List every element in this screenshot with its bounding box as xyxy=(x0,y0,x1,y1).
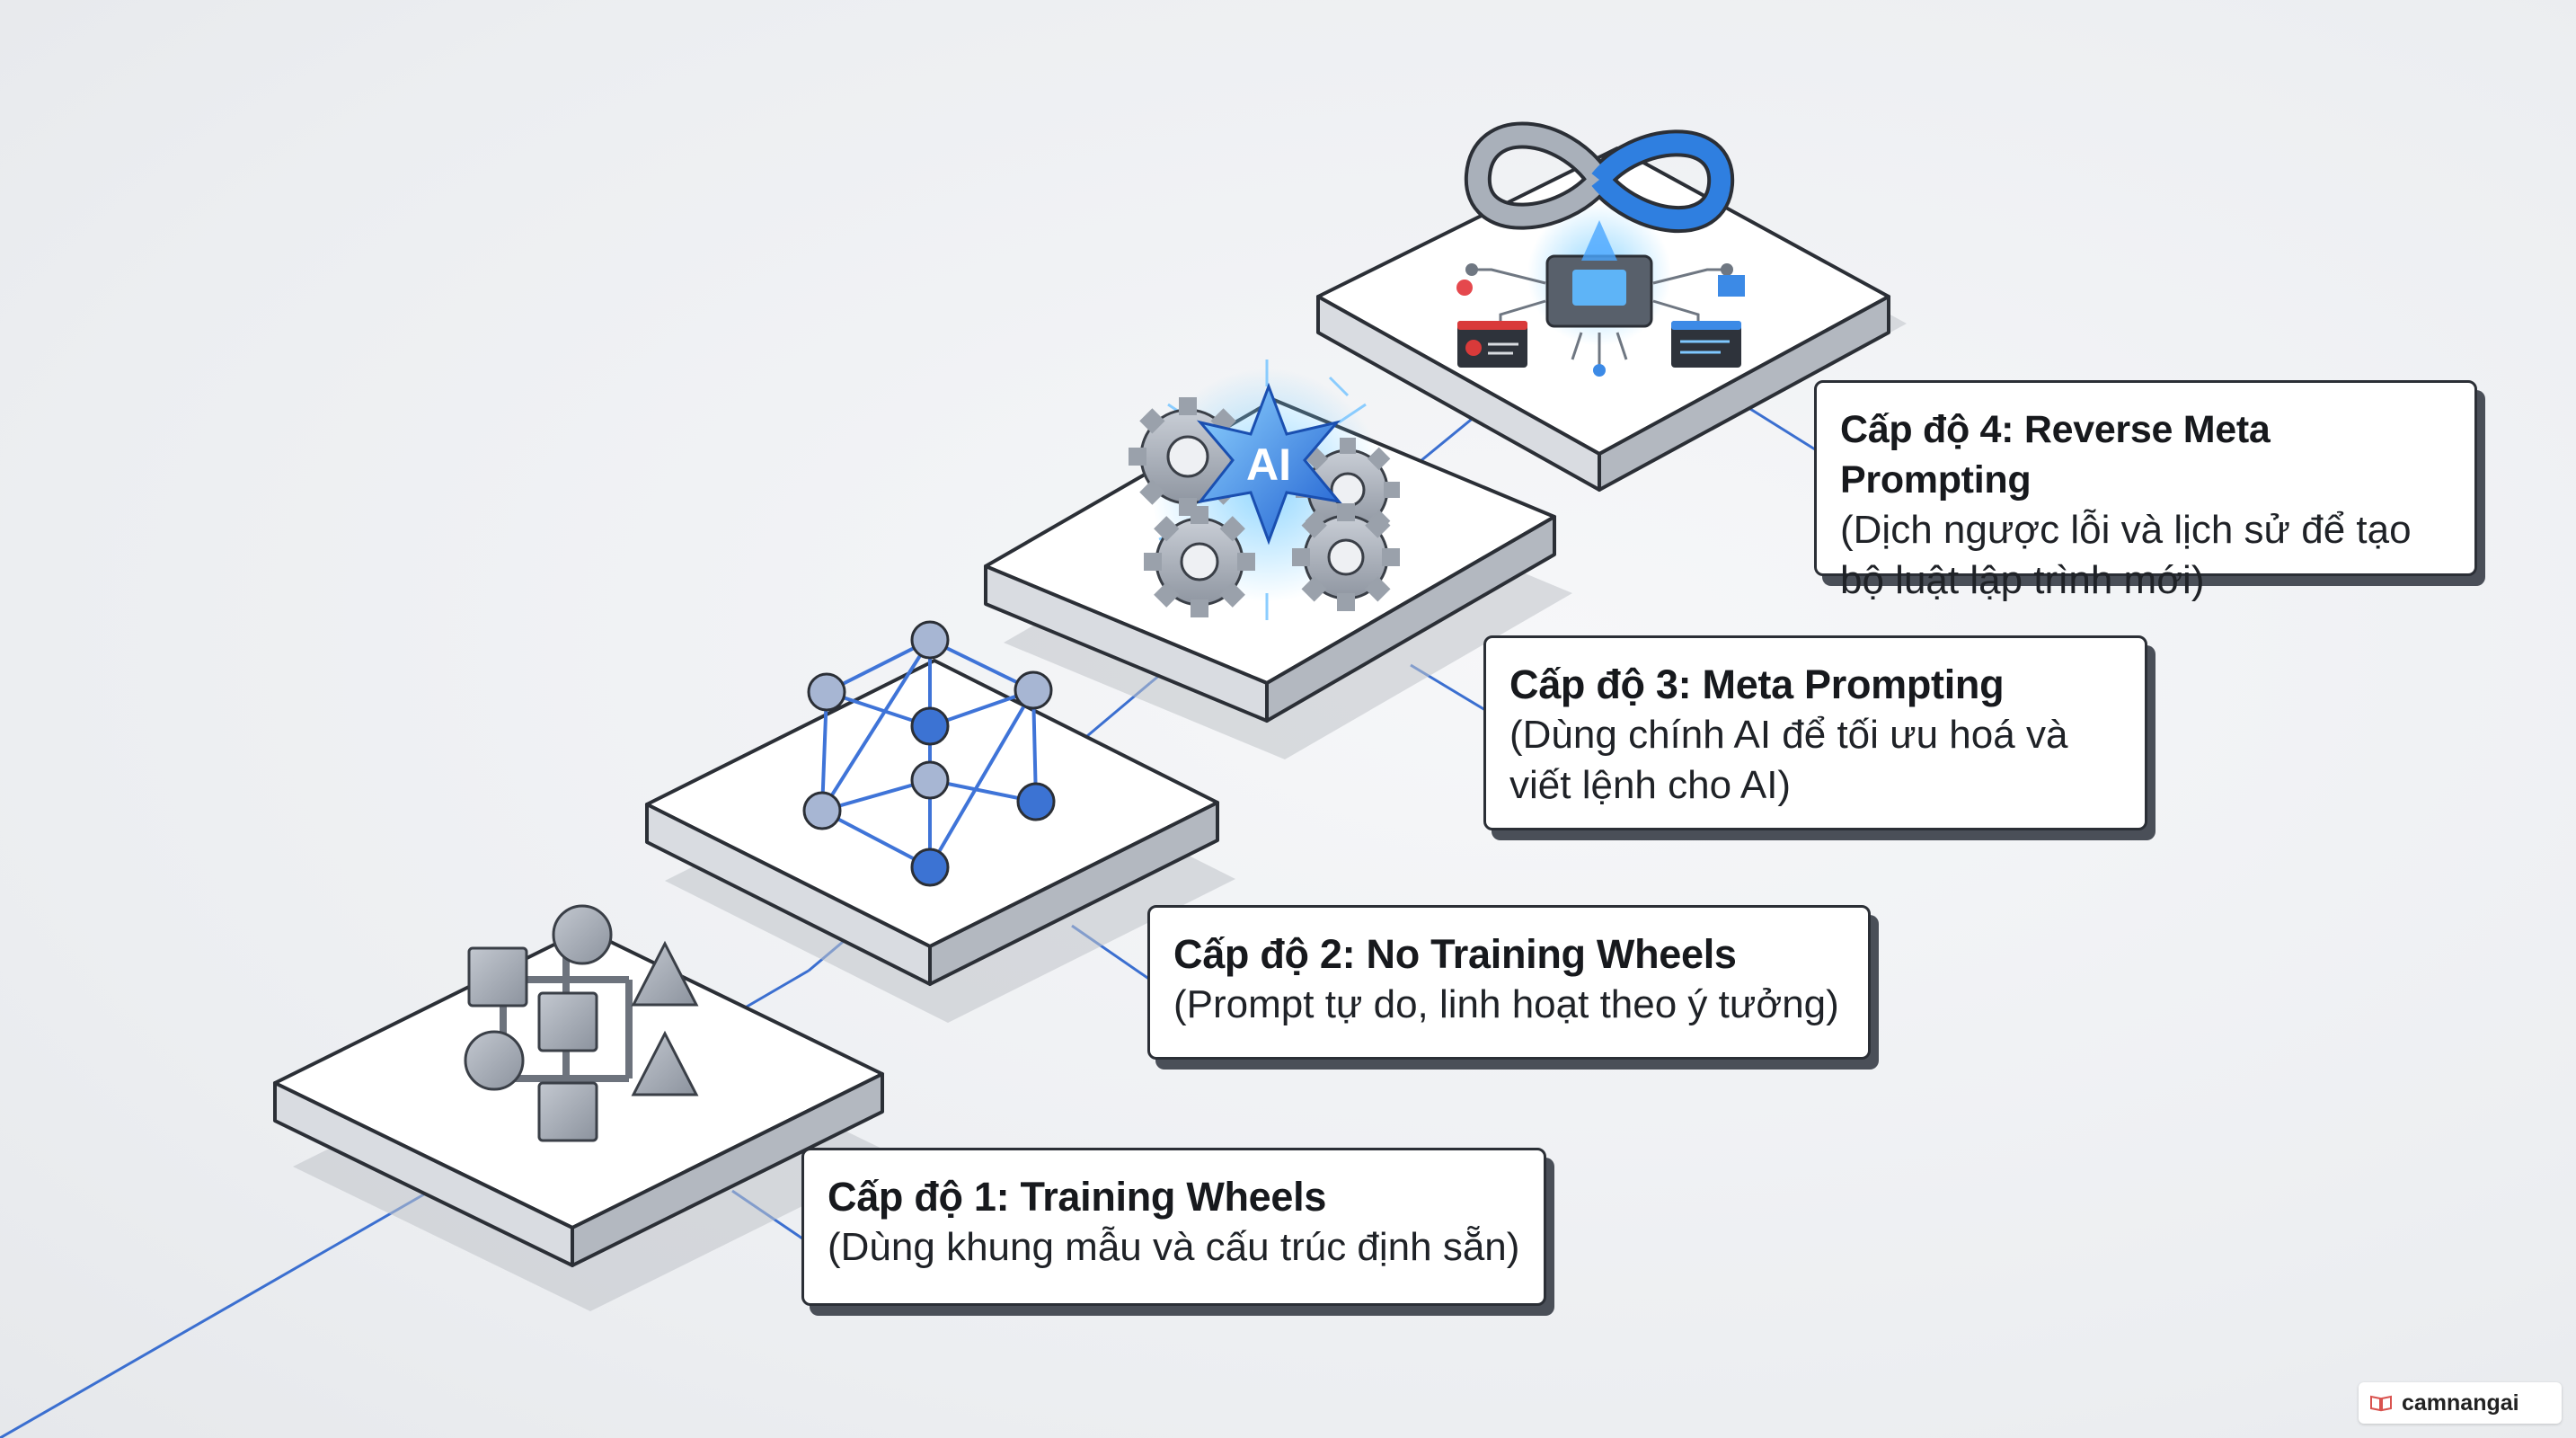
level-2-description: (Prompt tự do, linh hoạt theo ý tưởng) xyxy=(1173,982,1839,1026)
level-4-title: Cấp độ 4: Reverse Meta Prompting xyxy=(1840,408,2271,502)
geometric-shapes-cube-icon xyxy=(464,904,699,1142)
ai-star-badge xyxy=(1196,382,1342,546)
level-3-title: Cấp độ 3: Meta Prompting xyxy=(1509,661,2005,707)
book-icon xyxy=(2370,1395,2392,1412)
level-1-title: Cấp độ 1: Training Wheels xyxy=(828,1174,1327,1220)
level-2-label: Cấp độ 2: No Training Wheels (Prompt tự … xyxy=(1147,905,1871,1060)
network-nodes-icon xyxy=(802,620,1056,887)
ai-gears-icon: AI xyxy=(1129,360,1400,620)
level-3-description: (Dùng chính AI để tối ưu hoá và xyxy=(1509,713,2068,757)
level-1-description: (Dùng khung mẫu và cấu trúc định sẵn) xyxy=(828,1225,1520,1269)
ai-badge-text: AI xyxy=(1246,439,1291,490)
level-4-description-cont: bộ luật lập trình mới) xyxy=(1840,558,2205,602)
level-3-description-cont: viết lệnh cho AI) xyxy=(1509,763,1792,807)
brand-name: camnangai xyxy=(2402,1389,2519,1416)
infinity-chip-icon xyxy=(1456,121,1745,377)
level-3-label: Cấp độ 3: Meta Prompting (Dùng chính AI … xyxy=(1483,635,2147,830)
level-4-label: Cấp độ 4: Reverse Meta Prompting (Dịch n… xyxy=(1814,380,2477,602)
level-1-label: Cấp độ 1: Training Wheels (Dùng khung mẫ… xyxy=(801,1148,1546,1306)
level-2-title: Cấp độ 2: No Training Wheels xyxy=(1173,931,1737,977)
brand-watermark: camnangai xyxy=(2359,1382,2562,1424)
level-4-description: (Dịch ngược lỗi và lịch sử để tạo xyxy=(1840,508,2412,552)
platform-level-2 xyxy=(645,659,1235,1023)
